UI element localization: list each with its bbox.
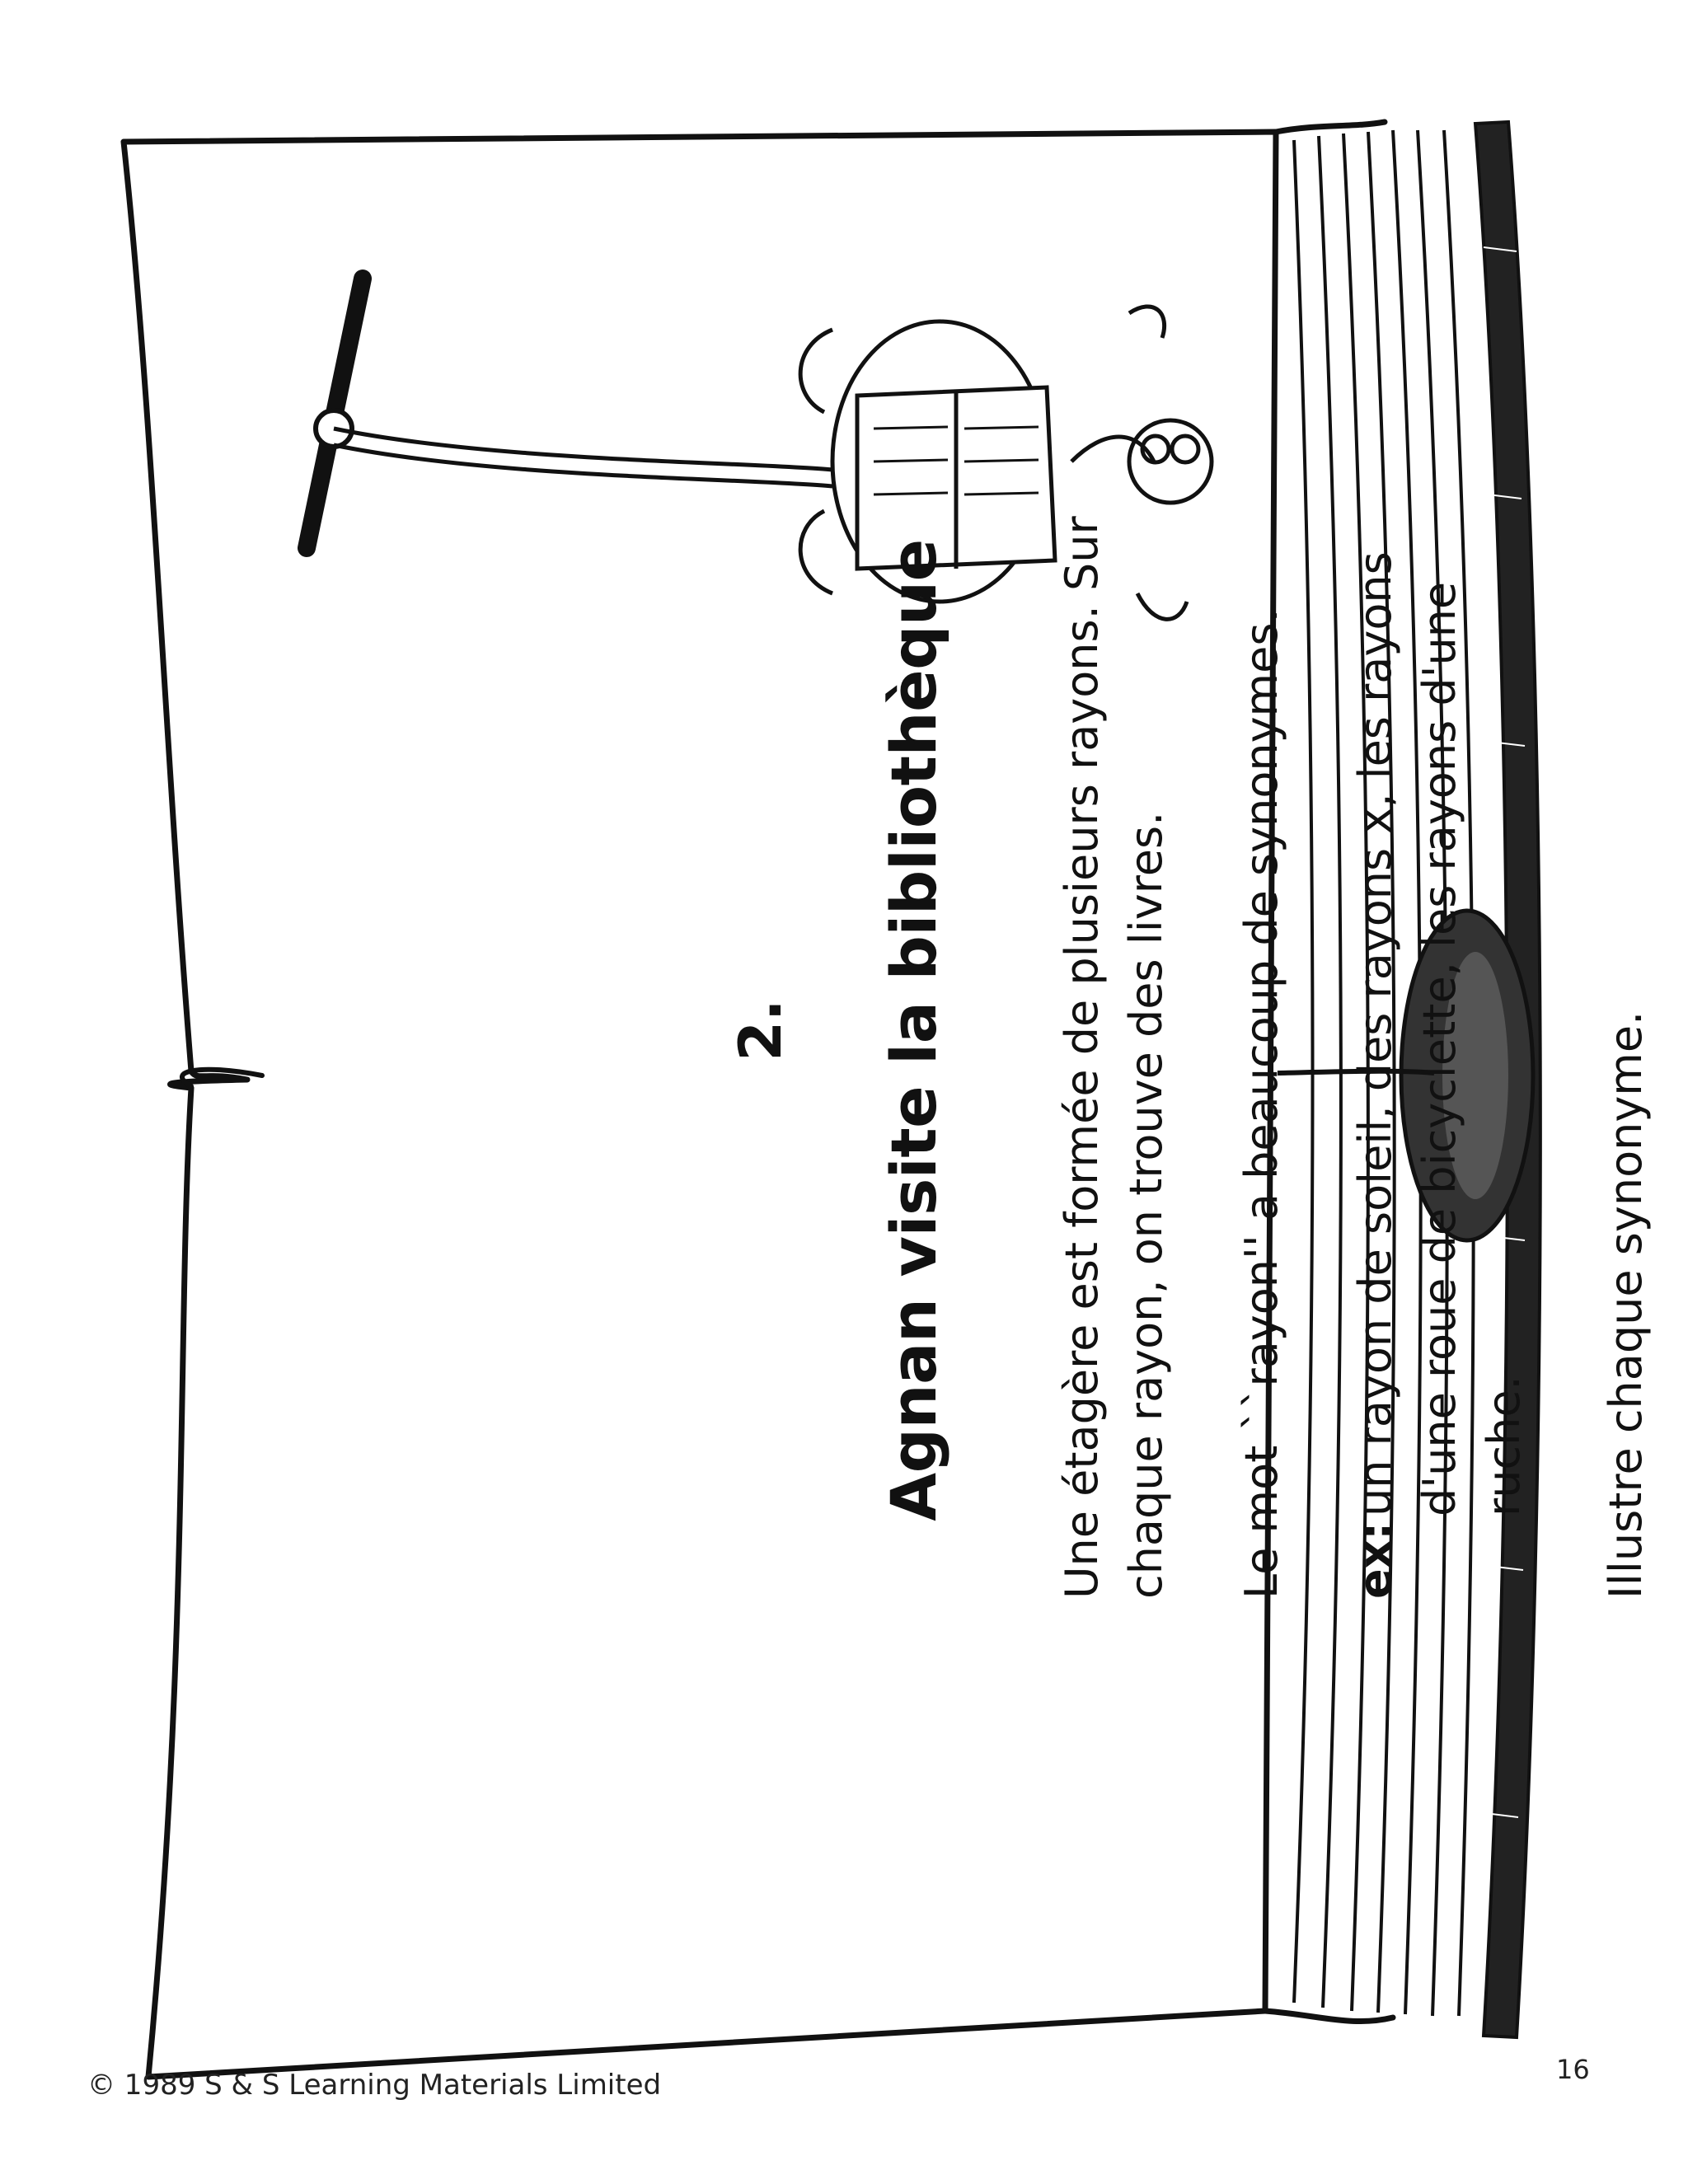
lesson-number: 2. — [727, 999, 795, 1062]
paragraph-synonyms: Le mot ``rayon'' a beaucoup de synonymes… — [1236, 608, 1287, 1599]
bookworm-character-icon — [798, 304, 1214, 621]
hanging-rod-icon — [298, 269, 833, 557]
page-number: 16 — [1556, 2054, 1590, 2085]
page-title: Agnan visite la bibliothèque — [877, 539, 950, 1521]
example-label: ex: — [1349, 1521, 1401, 1599]
copyright-footer: © 1989 S & S Learning Materials Limited — [87, 2069, 662, 2102]
example-text: un rayon de soleil, des rayons x, les ra… — [1349, 551, 1530, 1516]
instruction-text: Illustre chaque synonyme. — [1600, 1010, 1652, 1599]
example-row: ex: un rayon de soleil, des rayons x, le… — [1343, 429, 1536, 1599]
paragraph-shelf: Une étagère est formée de plusieurs rayo… — [1056, 516, 1172, 1599]
lesson-text-block: 2. Agnan visite la bibliothèque Une étag… — [432, 247, 1652, 1813]
